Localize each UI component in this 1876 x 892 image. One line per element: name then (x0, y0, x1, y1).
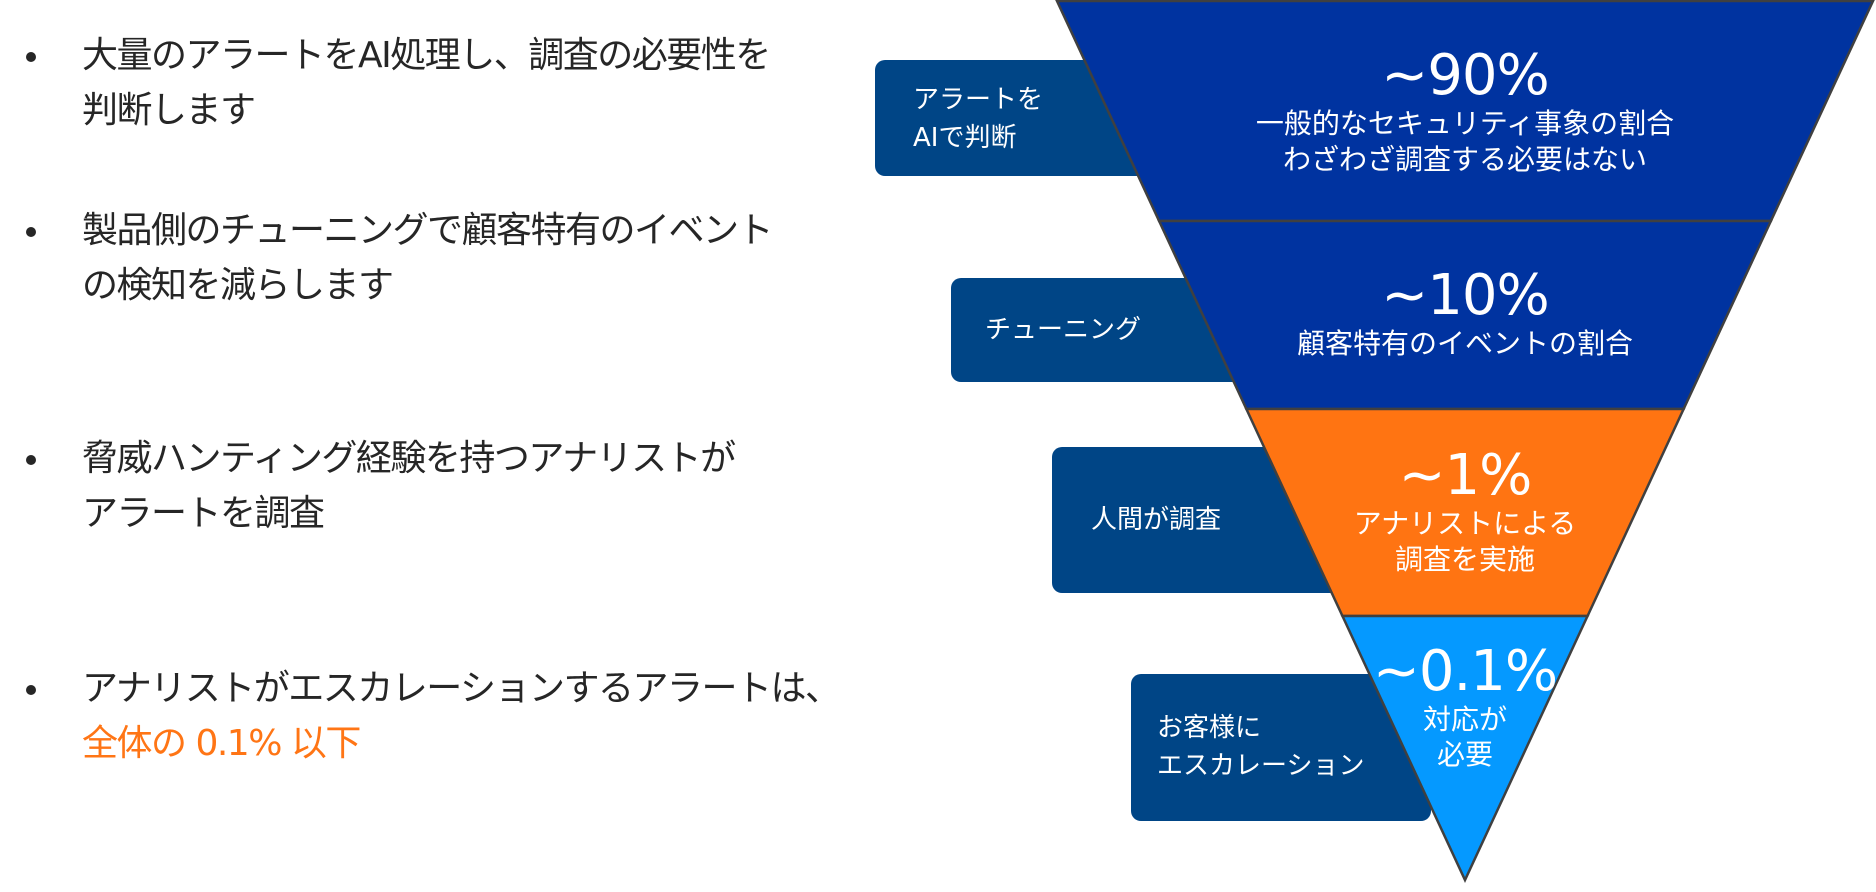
band-description: アナリストによる (1353, 507, 1577, 540)
bullet-text: 大量のアラートをAI処理し、調査の必要性を (82, 35, 771, 76)
band-description: 必要 (1436, 738, 1494, 771)
stage-label-text: チューニング (985, 315, 1142, 345)
band-percent: ~90% (1381, 43, 1549, 108)
bullet-dot-icon (26, 455, 36, 465)
bullet-highlight-text: 全体の 0.1% 以下 (82, 723, 361, 764)
stage-label-text: お客様に (1157, 713, 1262, 743)
bullet-text: 製品側のチューニングで顧客特有のイベント (82, 210, 774, 251)
bullet-text: の検知を減らします (82, 265, 394, 306)
band-percent: ~1% (1398, 443, 1533, 508)
bullet-dot-icon (26, 227, 36, 237)
band-text-1: ~1% アナリストによる 調査を実施 (1354, 446, 1577, 578)
bullet-text: アナリストがエスカレーションするアラートは、 (82, 668, 841, 709)
stage-label-text: アラートを (913, 85, 1044, 115)
band-percent: ~0.1% (1372, 639, 1558, 704)
band-description: 調査を実施 (1394, 543, 1536, 576)
funnel-band-0-1 (1340, 614, 1590, 883)
band-description: 一般的なセキュリティ事象の割合 (1255, 107, 1675, 140)
band-text-0-1: ~0.1% 対応が 必要 (1372, 639, 1558, 772)
band-description: 顧客特有のイベントの割合 (1296, 327, 1634, 360)
band-description: わざわざ調査する必要はない (1282, 143, 1648, 176)
stage-label-text: 人間が調査 (1091, 505, 1222, 535)
bullet-dot-icon (26, 52, 36, 62)
bullet-list: 大量のアラートをAI処理し、調査の必要性を 判断します 製品側のチューニングで顧… (0, 0, 841, 892)
band-text-10: ~10% 顧客特有のイベントの割合 (1297, 266, 1633, 362)
stage-label-text: エスカレーション (1157, 751, 1365, 781)
band-percent: ~10% (1381, 263, 1549, 328)
bullet-dot-icon (26, 685, 36, 695)
bullet-text: アラートを調査 (82, 493, 325, 534)
band-description: 対応が (1422, 703, 1508, 736)
band-text-90: ~90% 一般的なセキュリティ事象の割合 わざわざ調査する必要はない (1256, 46, 1674, 178)
bullet-text: 判断します (82, 90, 256, 131)
bullet-text: 脅威ハンティング経験を持つアナリストが (82, 438, 736, 479)
stage-label-text: AIで判断 (913, 123, 1017, 153)
